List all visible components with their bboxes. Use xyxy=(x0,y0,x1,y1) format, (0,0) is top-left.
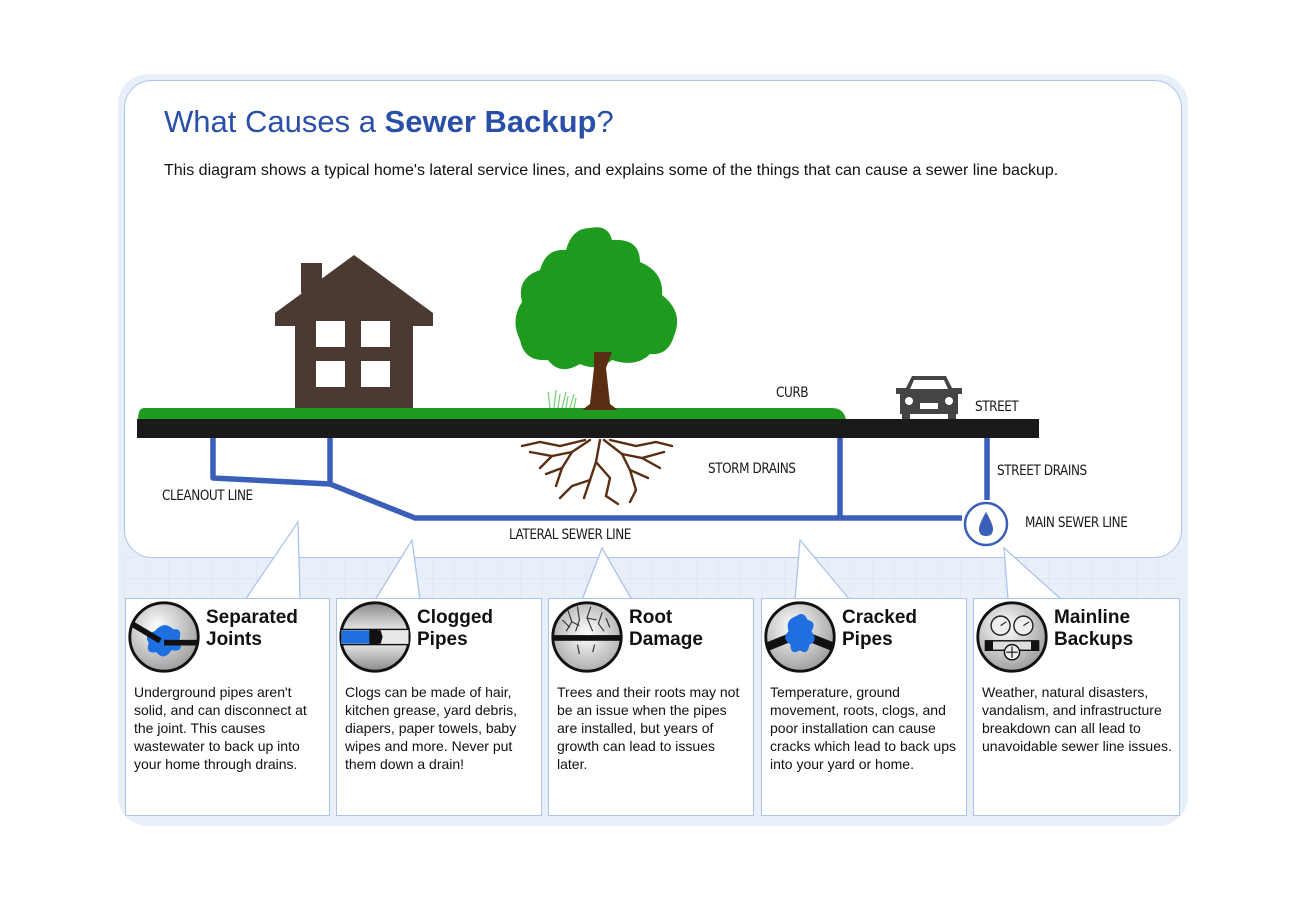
cleanout-pipe xyxy=(210,438,333,487)
tree-icon xyxy=(515,227,678,410)
label-main-sewer-line: MAIN SEWER LINE xyxy=(1025,515,1128,531)
ground xyxy=(137,408,1039,438)
house-icon xyxy=(275,255,433,408)
cause-description: Weather, natural disasters, vandalism, a… xyxy=(982,684,1172,754)
cause-description: Clogs can be made of hair, kitchen greas… xyxy=(345,684,517,772)
label-lateral-sewer-line: LATERAL SEWER LINE xyxy=(509,527,631,543)
water-drop-icon xyxy=(963,501,1009,547)
cause-title: Root Damage xyxy=(629,607,703,650)
label-street-drains: STREET DRAINS xyxy=(997,463,1087,479)
cause-title: Separated Joints xyxy=(206,607,298,650)
pipes xyxy=(210,438,990,521)
ground-strip xyxy=(137,419,1039,438)
roots-icon xyxy=(520,438,674,506)
pointer-mainline xyxy=(1003,546,1063,601)
cause-description: Trees and their roots may not be an issu… xyxy=(557,684,740,772)
grass-icon xyxy=(547,389,577,409)
title-suffix: ? xyxy=(596,104,614,139)
separated-joints-icon xyxy=(128,601,200,673)
label-cleanout-line: CLEANOUT LINE xyxy=(162,488,253,504)
cause-title: Clogged Pipes xyxy=(417,607,493,650)
cause-title: Mainline Backups xyxy=(1054,607,1134,650)
cause-card-root-damage: Root Damage Trees and their roots may no… xyxy=(548,598,754,816)
cause-card-cracked-pipes: Cracked Pipes Temperature, ground moveme… xyxy=(761,598,967,816)
pointer-cracked-pipes xyxy=(794,538,851,601)
label-street: STREET xyxy=(975,399,1019,415)
cause-title: Cracked Pipes xyxy=(842,607,917,650)
clogged-pipes-icon xyxy=(339,601,411,673)
title-emphasis: Sewer Backup xyxy=(384,104,597,139)
pointer-root-damage xyxy=(581,546,633,601)
title-prefix: What Causes a xyxy=(164,104,385,139)
car-icon xyxy=(896,376,962,419)
pointer-separated-joints xyxy=(244,519,301,601)
cause-card-separated-joints: Separated Joints Underground pipes aren'… xyxy=(125,598,330,816)
pointer-clogged-pipes xyxy=(374,538,421,601)
cause-description: Temperature, ground movement, roots, clo… xyxy=(770,684,956,772)
root-damage-icon xyxy=(551,601,623,673)
callout-pointers xyxy=(244,519,1063,601)
lateral-sewer-pipe xyxy=(328,481,962,521)
page-title: What Causes a Sewer Backup? xyxy=(164,104,614,140)
label-curb: CURB xyxy=(776,385,809,401)
cause-card-clogged-pipes: Clogged Pipes Clogs can be made of hair,… xyxy=(336,598,542,816)
cause-card-mainline-backups: Mainline Backups Weather, natural disast… xyxy=(973,598,1180,816)
page-subtitle: This diagram shows a typical home's late… xyxy=(164,162,1059,179)
grass-strip xyxy=(138,408,846,420)
cracked-pipes-icon xyxy=(764,601,836,673)
mainline-backups-icon xyxy=(976,601,1048,673)
label-storm-drains: STORM DRAINS xyxy=(708,461,796,477)
cause-description: Underground pipes aren't solid, and can … xyxy=(134,684,307,772)
